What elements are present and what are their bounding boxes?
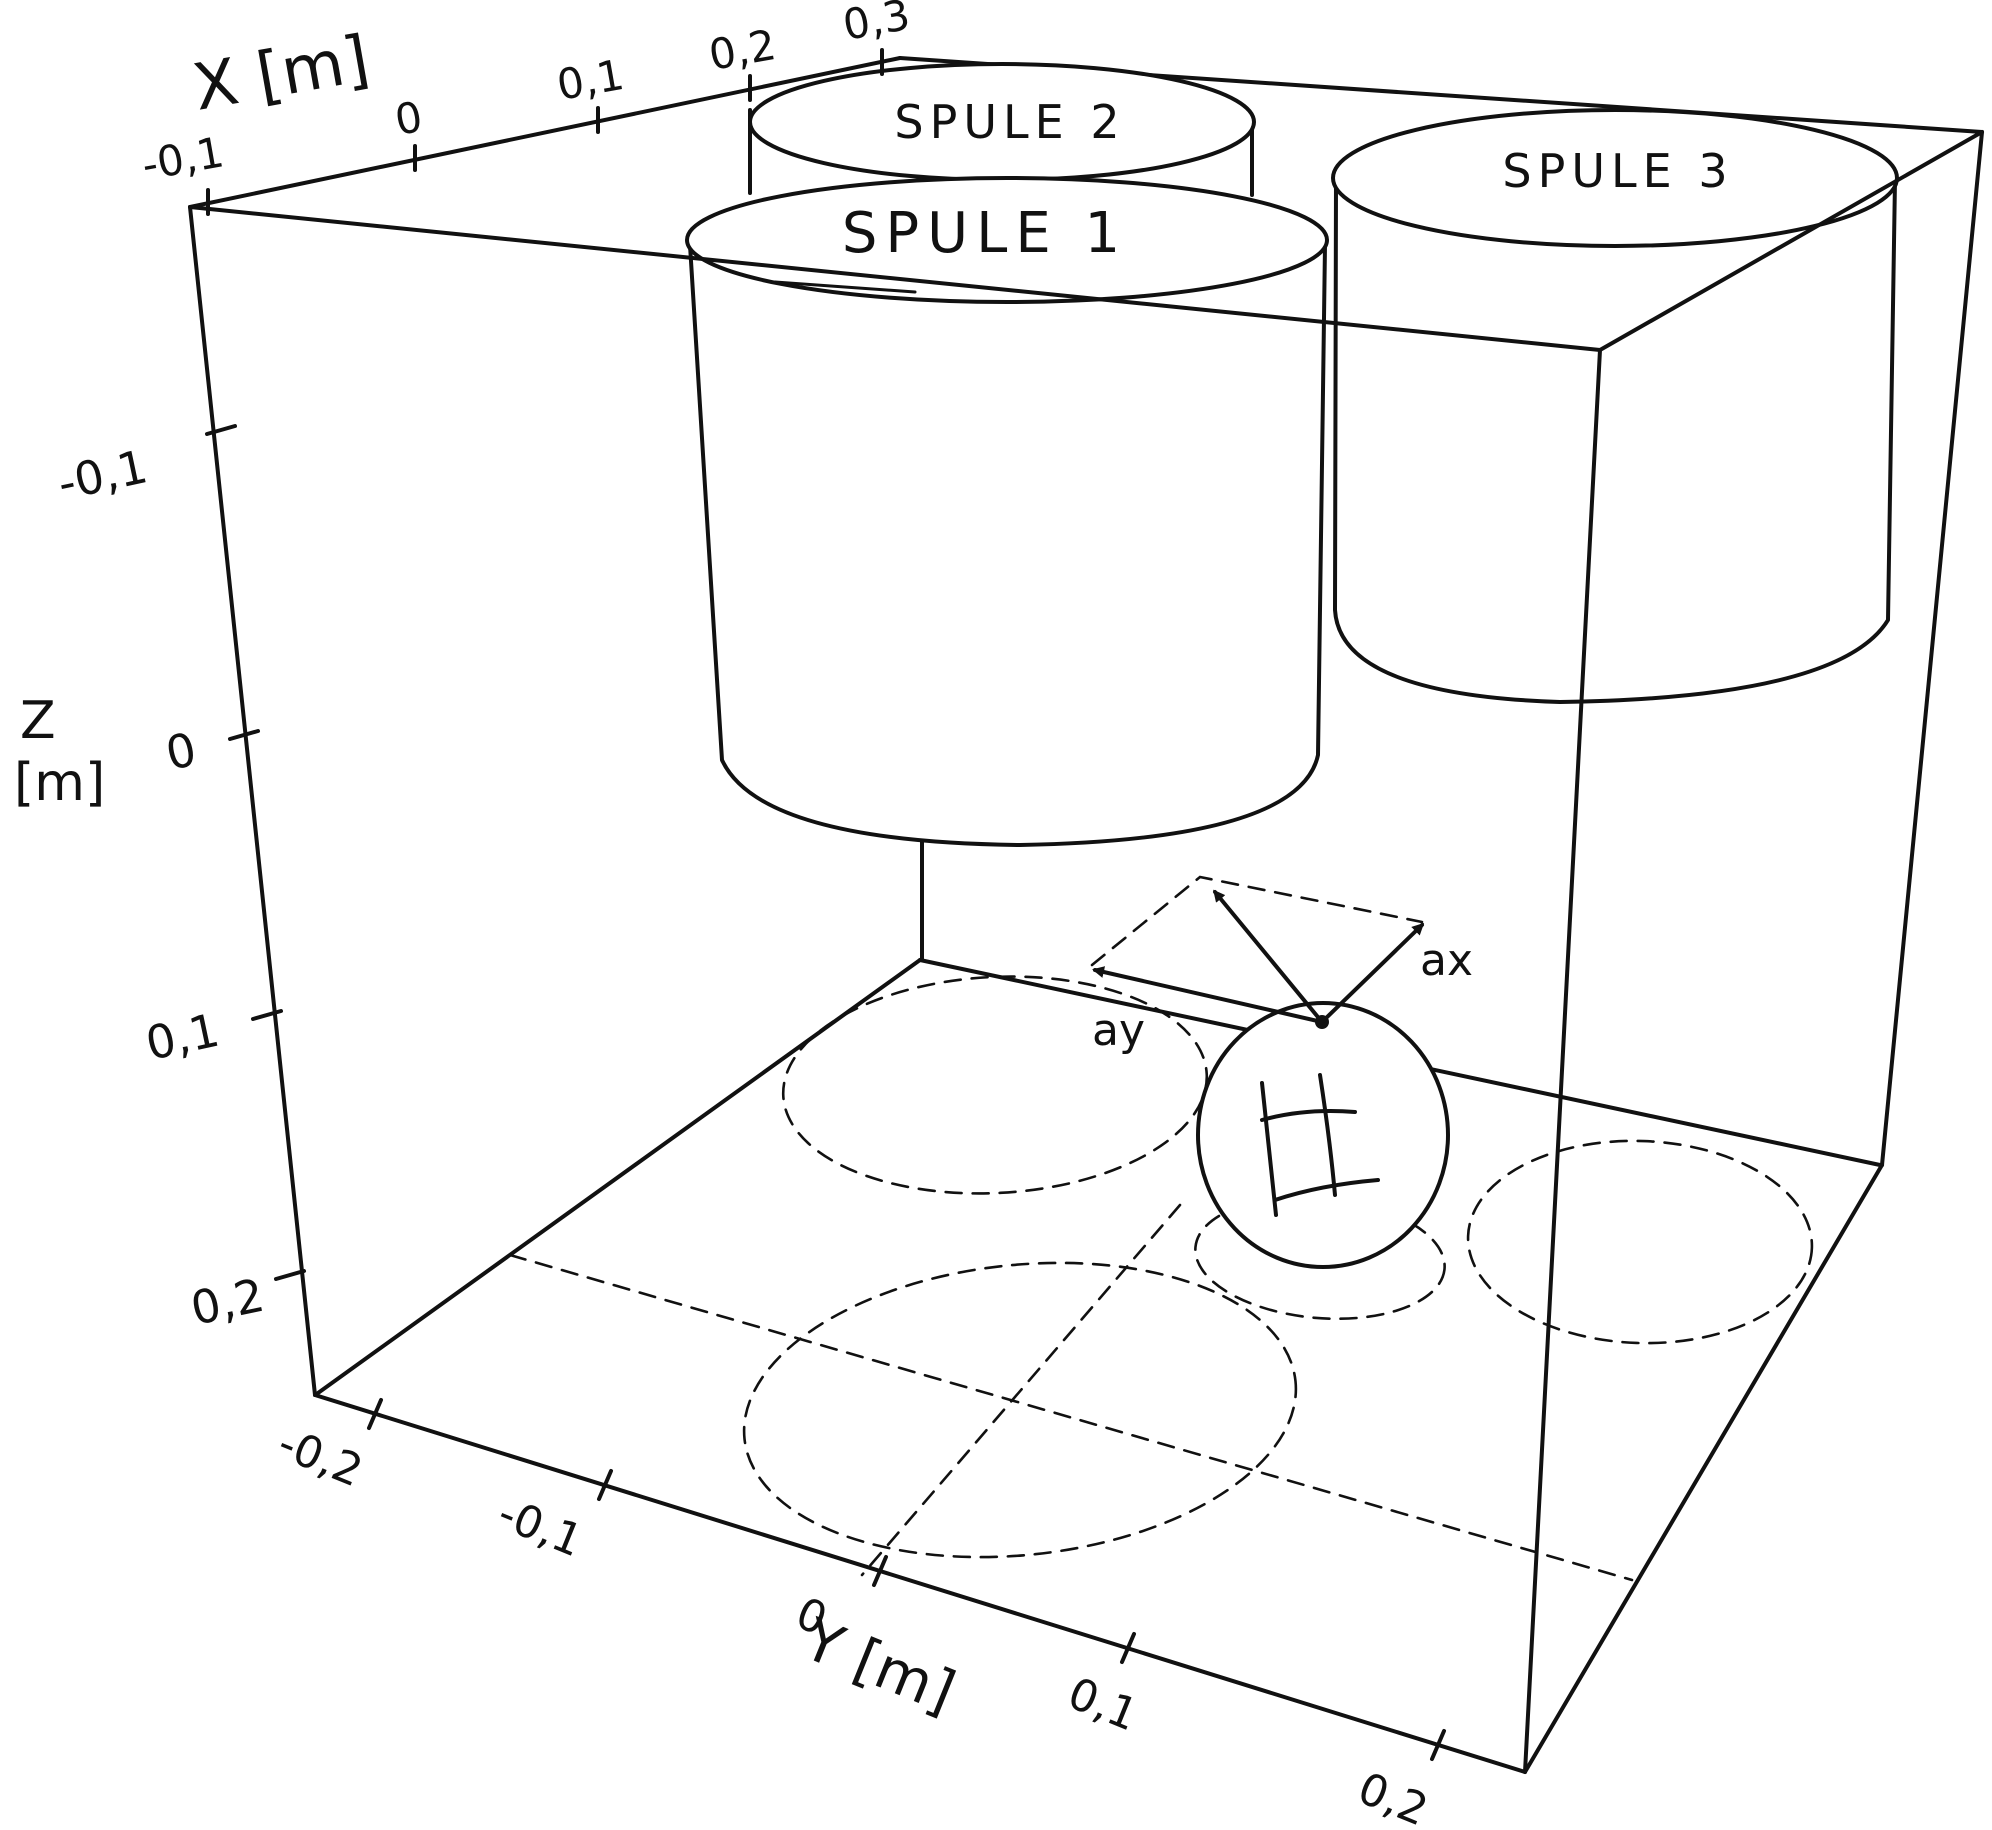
y-axis-label: Y [m]	[794, 1605, 965, 1727]
z-axis-ticks: -0,1 0 0,1 0,2	[53, 424, 306, 1336]
floor-center-line-x	[508, 1253, 1634, 1582]
sphere-mesh-line	[1318, 1073, 1337, 1197]
x-axis-tick-label: 0,3	[839, 0, 913, 50]
coil-3-floor-projection	[1466, 1139, 1814, 1345]
cube-front-edges	[188, 130, 1984, 1774]
cube-edge-front-left-vertical	[188, 205, 317, 1397]
x-axis-tick-label: 0,2	[705, 20, 779, 80]
cube-edge-top-side	[1598, 130, 1984, 352]
y-axis-tick-mark	[367, 1398, 383, 1430]
coil-3-label: SPULE 3	[1502, 144, 1733, 198]
y-axis-tick-mark	[872, 1555, 888, 1587]
coil-1-mark	[773, 280, 917, 294]
z-axis-tick-label: -0,1	[53, 439, 152, 510]
coil-1-label: SPULE 1	[842, 201, 1128, 266]
y-axis-tick-mark	[597, 1469, 613, 1501]
x-axis-tick-label: 0	[391, 92, 426, 145]
cube-edge-top-back	[188, 56, 902, 209]
coil-3-top	[1331, 108, 1899, 248]
cube-edge-back-right-vertical	[1880, 130, 1984, 1167]
y-axis-tick-label: 0,2	[1351, 1763, 1435, 1825]
z-axis-unit: [m]	[14, 753, 105, 813]
coil-3-body	[1333, 178, 1897, 704]
x-axis-tick-label: 0,1	[553, 50, 627, 110]
z-axis-tick-mark	[251, 1009, 283, 1021]
y-axis: -0,2-0,100,10,2 Y [m]	[271, 1398, 1446, 1830]
levitating-sphere	[1196, 1001, 1450, 1269]
ay-vector-arrow	[1092, 966, 1324, 1024]
y-axis-ticks: -0,2-0,100,10,2	[271, 1398, 1446, 1830]
coil-labels: SPULE 2 SPULE 3 SPULE 1	[842, 95, 1733, 266]
cube-edge-bottom-right	[1523, 1163, 1884, 1774]
ax-vector-arrow	[1320, 922, 1425, 1024]
y-axis-tick-label: -0,1	[491, 1488, 590, 1567]
floor-center-line-y	[860, 1203, 1182, 1577]
cube-edge-bottom-front	[313, 1393, 1527, 1774]
sphere-mesh-line	[1260, 1109, 1357, 1122]
z-axis-label: Z	[20, 691, 56, 751]
coil-1-body	[688, 243, 1327, 847]
coil-3	[1331, 108, 1899, 704]
z-axis-tick-mark	[228, 729, 260, 741]
y-axis-tick-label: 0,1	[1061, 1668, 1145, 1742]
cube-edge-front-right-vertical	[1523, 348, 1602, 1774]
coil-1-floor-projection	[742, 1261, 1298, 1559]
z-axis-tick-label: 0,2	[186, 1268, 269, 1336]
vector-parallelogram-guide	[1090, 875, 1424, 967]
coil-2-label: SPULE 2	[894, 95, 1125, 149]
coil-1	[685, 176, 1329, 962]
resultant-vector-arrow	[1213, 889, 1324, 1024]
cube-edge-top-front	[188, 205, 1602, 352]
ay-vector-label: ay	[1092, 1005, 1145, 1056]
z-axis-tick-mark	[205, 424, 237, 436]
acceleration-vectors: ax ay	[1090, 875, 1473, 1056]
z-axis-tick-mark	[274, 1269, 306, 1281]
sphere-outline	[1196, 1001, 1450, 1269]
x-axis-tick-label: -0,1	[138, 127, 227, 189]
sphere-mesh-line	[1273, 1178, 1380, 1202]
coil-1-top	[685, 176, 1329, 304]
z-axis-tick-label: 0,1	[141, 1003, 224, 1071]
cube-edge-floor-left	[316, 958, 922, 1395]
y-axis-tick-mark	[1120, 1632, 1136, 1664]
z-axis-tick-label: 0	[161, 722, 201, 781]
coil-2-floor-projection	[781, 975, 1209, 1195]
y-axis-tick-mark	[1430, 1729, 1446, 1761]
floor-projections	[508, 975, 1814, 1582]
x-axis-label: X [m]	[188, 22, 375, 126]
ax-vector-label: ax	[1420, 935, 1473, 986]
y-axis-tick-label: -0,2	[271, 1418, 370, 1497]
